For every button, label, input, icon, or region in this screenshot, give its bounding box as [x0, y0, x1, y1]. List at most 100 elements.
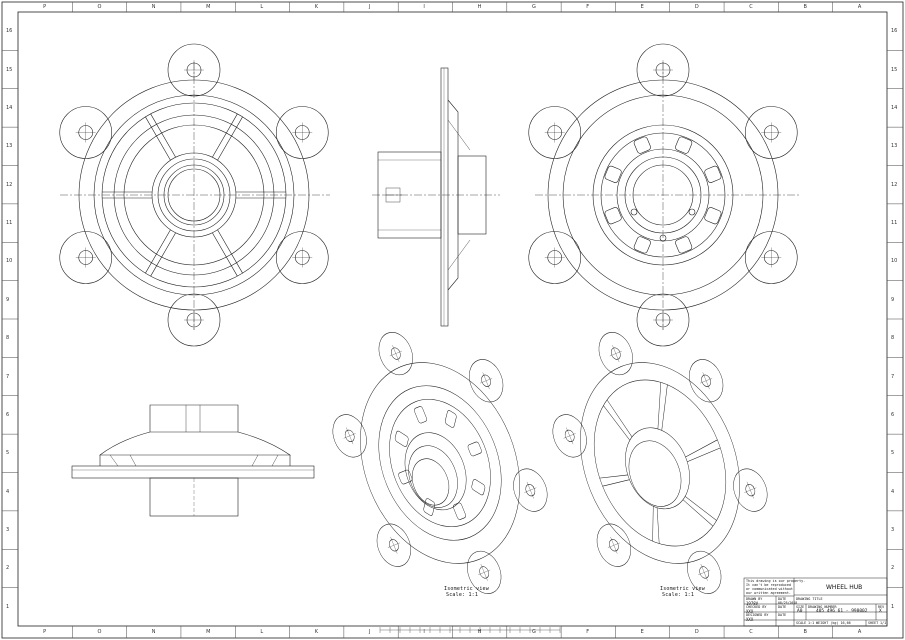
zone-row-left-11: 11 — [6, 220, 13, 227]
zone-row-right-9: 9 — [891, 296, 895, 303]
isometric-view-right — [552, 332, 768, 594]
checked-date-label: DATE — [778, 605, 787, 609]
zone-col-top-G: G — [531, 4, 536, 10]
zone-col-top-N: N — [151, 4, 156, 10]
zone-col-bottom-B: B — [803, 629, 807, 635]
zone-col-bottom-N: N — [151, 629, 156, 635]
drawn-date: 08/25/2018 — [778, 601, 798, 605]
size-value: A0 — [797, 609, 803, 614]
drawing-title: WHEEL HUB — [826, 584, 863, 591]
zone-row-right-1: 1 — [891, 603, 895, 610]
zone-col-top-H: H — [477, 4, 482, 10]
drawn-by-label: DRAWN BY — [746, 597, 763, 601]
zone-col-top-I: I — [423, 4, 425, 10]
zone-row-right-8: 8 — [891, 335, 895, 342]
zone-col-bottom-E: E — [640, 629, 644, 635]
rev-value: X — [879, 609, 882, 614]
zone-row-right-12: 12 — [891, 181, 898, 188]
zone-col-top-L: L — [260, 4, 264, 10]
designed-date-label: DATE — [778, 613, 787, 617]
zone-col-bottom-C: C — [749, 629, 753, 635]
zone-row-left-9: 9 — [6, 296, 10, 303]
zone-row-right-16: 16 — [891, 28, 898, 35]
zone-row-left-5: 5 — [6, 450, 10, 457]
zone-col-bottom-G: G — [531, 629, 536, 635]
zone-col-top-F: F — [586, 4, 590, 10]
zone-col-top-B: B — [803, 4, 807, 10]
front-view — [59, 43, 330, 347]
zone-col-top-D: D — [694, 4, 699, 10]
drawing-title-label: DRAWING TITLE — [796, 597, 823, 601]
rev-label: REV — [878, 605, 885, 609]
iso-right-caption: Isometric view — [660, 586, 705, 592]
notice-line-4: our written agreement. — [746, 591, 791, 595]
zone-row-left-3: 3 — [6, 527, 10, 534]
zone-col-bottom-M: M — [206, 629, 211, 635]
back-view — [528, 43, 800, 347]
checked-by: XXX — [746, 609, 754, 614]
zone-row-left-6: 6 — [6, 411, 10, 418]
iso-left-scale: Scale: 1:1 — [446, 592, 479, 598]
scale-value: 1:1 — [808, 621, 815, 625]
checked-by-label: CHECKED BY — [746, 605, 767, 609]
zone-row-left-15: 15 — [6, 66, 13, 73]
zone-row-right-3: 3 — [891, 527, 895, 534]
zone-row-left-8: 8 — [6, 335, 10, 342]
zone-col-bottom-O: O — [97, 629, 102, 635]
zone-col-bottom-J: J — [369, 629, 371, 635]
zone-col-top-P: P — [43, 4, 47, 10]
isometric-view-left — [332, 332, 548, 594]
zone-row-right-10: 10 — [891, 258, 898, 265]
zone-col-bottom-D: D — [694, 629, 699, 635]
zone-col-top-E: E — [640, 4, 644, 10]
zone-row-right-11: 11 — [891, 220, 898, 227]
zone-row-right-15: 15 — [891, 66, 898, 73]
zone-row-right-6: 6 — [891, 411, 895, 418]
zone-row-right-7: 7 — [891, 373, 895, 380]
zone-col-top-M: M — [206, 4, 211, 10]
date-label: DATE — [778, 597, 787, 601]
zone-col-bottom-A: A — [857, 629, 862, 635]
iso-left-caption: Isometric view — [444, 586, 489, 592]
zone-row-left-16: 16 — [6, 28, 13, 35]
sheet-value: 1/1 — [880, 621, 887, 625]
inner-border — [17, 11, 888, 627]
zone-col-bottom-L: L — [260, 629, 264, 635]
zone-row-left-1: 1 — [6, 603, 10, 610]
zone-row-right-4: 4 — [891, 488, 895, 495]
zone-row-right-2: 2 — [891, 565, 895, 572]
zone-row-right-14: 14 — [891, 104, 898, 111]
zone-row-left-12: 12 — [6, 181, 13, 188]
designed-by-label: DESIGNED BY — [746, 613, 769, 617]
notice-line-3: or communicated without — [746, 587, 793, 591]
zone-col-bottom-K: K — [314, 629, 318, 635]
scale-label: SCALE — [796, 621, 807, 625]
drawn-by: 1978V — [746, 601, 759, 606]
designed-by: XXX — [746, 617, 754, 622]
zone-row-left-4: 4 — [6, 488, 10, 495]
sheet-label: SHEET — [868, 621, 879, 625]
zone-col-top-K: K — [314, 4, 318, 10]
zone-row-right-5: 5 — [891, 450, 895, 457]
zone-row-left-13: 13 — [6, 143, 13, 150]
zone-row-left-2: 2 — [6, 565, 10, 572]
drawing-number: 405 496 61 - 998002 — [816, 609, 868, 614]
zone-col-bottom-H: H — [477, 629, 482, 635]
zone-col-top-J: J — [369, 4, 371, 10]
iso-right-scale: Scale: 1:1 — [662, 592, 695, 598]
size-label: SIZE — [796, 605, 805, 609]
title-block — [743, 577, 888, 627]
zone-row-right-13: 13 — [891, 143, 898, 150]
zone-col-bottom-F: F — [586, 629, 590, 635]
zone-col-top-C: C — [749, 4, 753, 10]
zone-col-top-O: O — [97, 4, 102, 10]
side-elevation-view — [71, 404, 315, 517]
bottom-scale-bar — [379, 627, 561, 633]
zone-row-left-14: 14 — [6, 104, 13, 111]
zone-col-bottom-P: P — [43, 629, 47, 635]
zone-col-top-A: A — [857, 4, 862, 10]
notice-line-1: This drawing is our property. — [746, 579, 806, 583]
